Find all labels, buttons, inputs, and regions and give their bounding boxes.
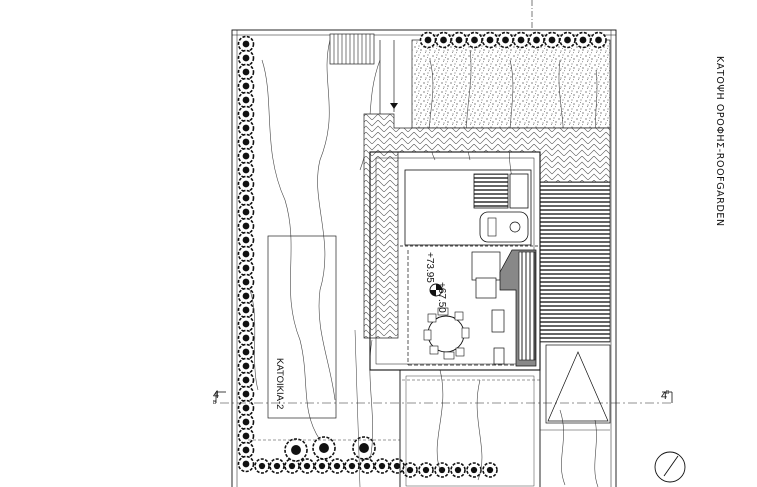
internal-stair [471,249,537,367]
shrub-core [319,443,329,453]
dining-table [423,307,470,360]
level-lower-label: +67.50 [436,282,447,313]
shrub-core [242,390,250,398]
shrub-core [242,110,250,118]
shrub-core [363,462,371,470]
shrub-core [517,36,525,44]
shrub-core [406,466,414,474]
shrub-core [242,348,250,356]
shrub-core [470,466,478,474]
shrub-core [378,462,386,470]
shrub-core [258,462,266,470]
shrub-core [242,460,250,468]
shrub-core [455,36,463,44]
shrub-core [242,278,250,286]
shrub-core [242,96,250,104]
hedge-left [237,35,255,473]
shrub-core [422,466,430,474]
shrub-core [242,236,250,244]
shrub-core [242,446,250,454]
shrub-core [348,462,356,470]
shrub-core [533,36,540,44]
drawing-title: ΚΑΤΟΨΗ ΟΡΟΦΗΣ-ROOFGARDEN [714,56,725,227]
shrub-core [242,68,250,76]
shrub-core [242,292,250,300]
house-2-outline: ΚΑΤΟΙΚΙΑ-2 [267,235,337,419]
level-marker: +67.50 +73.95 [424,252,447,313]
stairs-top [329,33,398,120]
shrub-core [242,166,250,174]
shrub-core [242,432,250,440]
shrub-core [242,306,250,314]
shrub-core [486,36,494,44]
shrub-core [471,36,478,44]
shrub-core [303,462,311,470]
wooden-deck [539,181,611,343]
shrub-core [333,462,341,470]
shrub-core [288,462,296,470]
shrub-core [548,36,556,44]
shrub-core [242,362,250,370]
shrub-core [486,466,494,474]
shrub-core [242,152,250,160]
shrub-core [564,36,571,44]
section-mark-left: 4 [213,389,219,401]
building-walls [369,151,541,487]
triangle-skylight [545,344,611,424]
north-arrow-icon [654,451,686,483]
section-line: 4 B 4 B [213,389,673,406]
shrub-core [242,82,250,90]
shrub-core [595,36,602,44]
shrub-core [242,264,250,272]
house-2-label: ΚΑΤΟΙΚΙΑ-2 [274,358,285,409]
shrub-core [454,466,462,474]
shrub-core [242,250,250,258]
shrub-core [440,36,447,44]
shrub-core [273,462,281,470]
shrub-core [318,462,326,470]
lower-grid [248,329,610,487]
shrub-core [242,124,250,132]
shrub-core [502,36,509,44]
gravel-garden [411,39,611,129]
shrub-core [579,36,587,44]
shrub-core [242,418,250,426]
hedge-top [419,31,607,49]
shrub-core [424,36,432,44]
shrub-core [242,404,250,412]
shrub-core [242,194,250,202]
shrub-core [242,222,250,230]
shrub-core [242,320,250,328]
roof-equipment [473,173,529,243]
section-sub-right: B [666,390,670,396]
shrub-core [242,180,250,188]
shrub-core [242,54,250,62]
shrub-core [242,138,250,146]
shrub-core [359,443,369,453]
shrub-core [242,40,250,48]
shrub-core [393,462,401,470]
level-upper-label: +73.95 [424,252,435,283]
shrub-core [438,466,446,474]
section-mark-right: 4 [661,390,667,402]
shrub-core [242,208,250,216]
shrub-core [291,445,301,455]
shrub-core [242,376,250,384]
section-sub-left: B [213,400,217,406]
shrub-core [242,334,250,342]
hedge-bottom [254,436,498,478]
